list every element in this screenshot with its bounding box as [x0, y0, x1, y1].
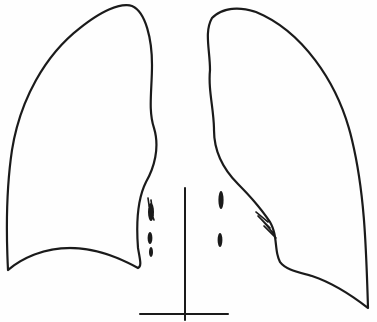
- right-lung-outline: [7, 5, 157, 270]
- right-hilar-markings: [148, 198, 154, 257]
- left-lung-outline: [208, 9, 368, 308]
